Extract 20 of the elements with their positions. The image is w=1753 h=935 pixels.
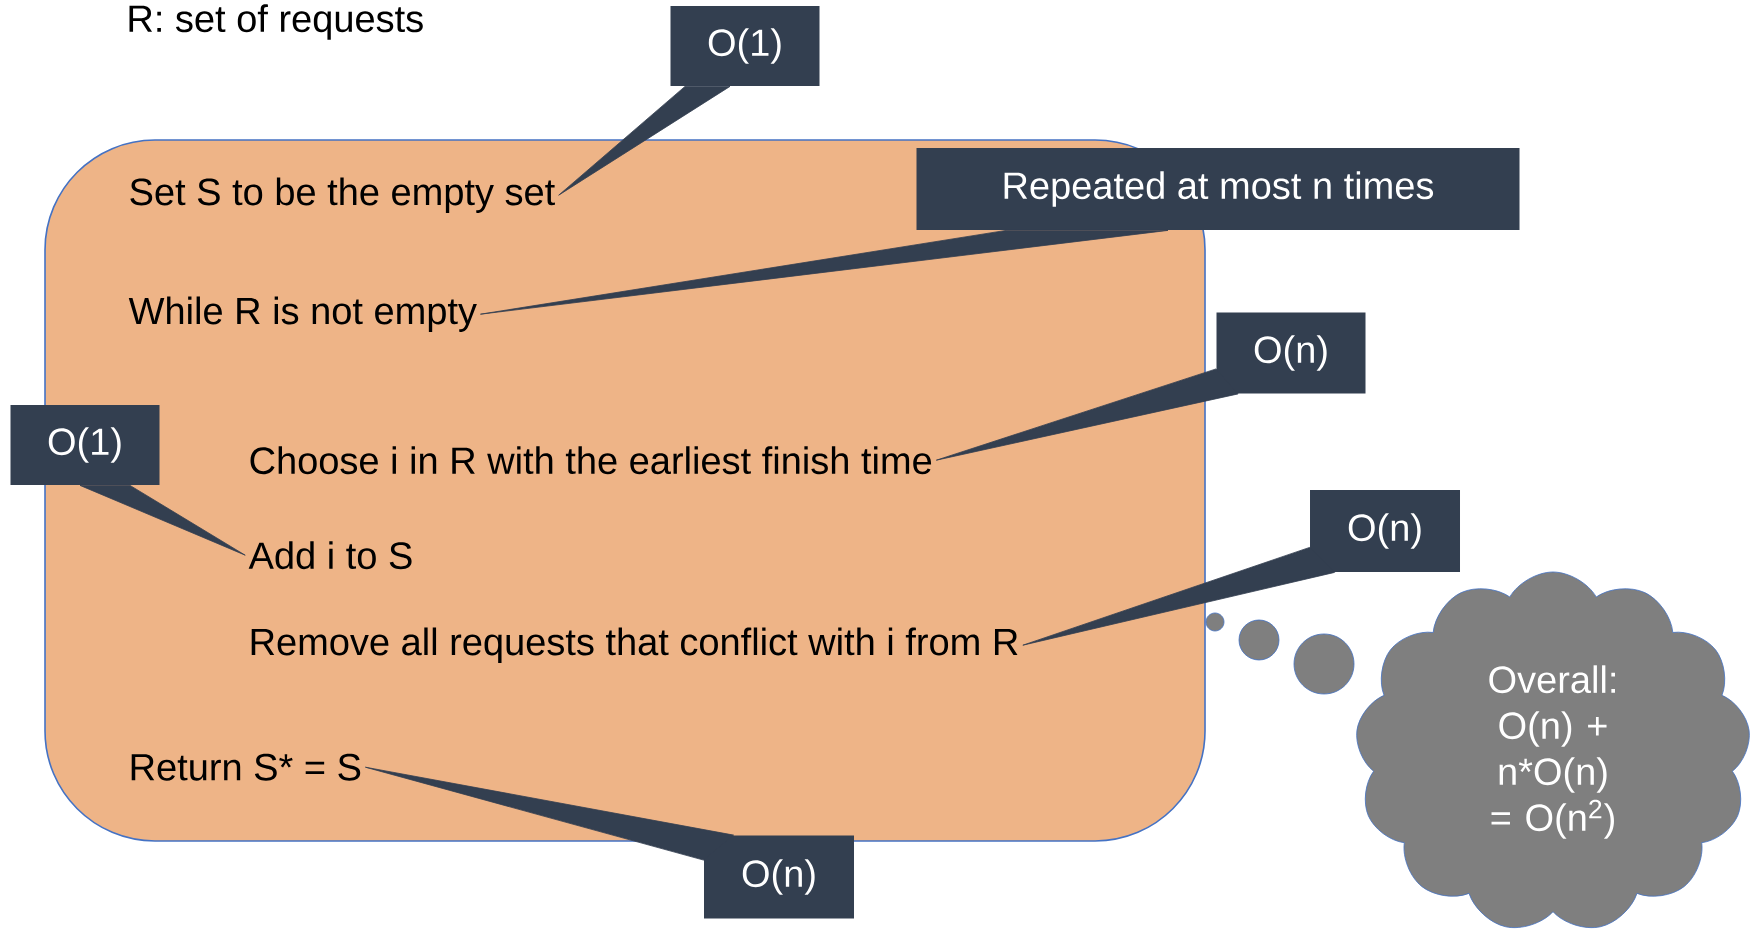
callout-box: Repeated at most n times [916,148,1520,230]
pseudocode-line: Choose i in R with the earliest finish time [250,446,932,475]
callout-pointer [79,485,246,556]
pseudocode-line: Add i to S [248,541,412,570]
pseudocode-line: Remove all requests that conflict with i from R [251,627,1018,663]
callout-pointer [935,368,1239,461]
thought-cloud: Overall: O(n) + n*O(n) = O(n$^{2}$) [1356,571,1750,929]
callout-pointer [1022,547,1335,646]
callout-pointer [558,86,731,196]
pseudocode-line: Set S to be the empty set [130,177,555,213]
callout-box: O(1) [670,6,820,86]
callout-box: O(n) [704,835,854,919]
top-note: R: set of requests [129,4,423,40]
callout-box: O(n) [1310,490,1460,572]
pseudocode-line: While R is not empty [128,296,477,332]
pseudocode-line: Return S* = S [131,753,361,781]
callout-box: O(1) [10,405,160,485]
callout-pointer [480,230,1169,315]
callout-box: O(n) [1216,312,1366,394]
callout-pointer [365,766,734,861]
